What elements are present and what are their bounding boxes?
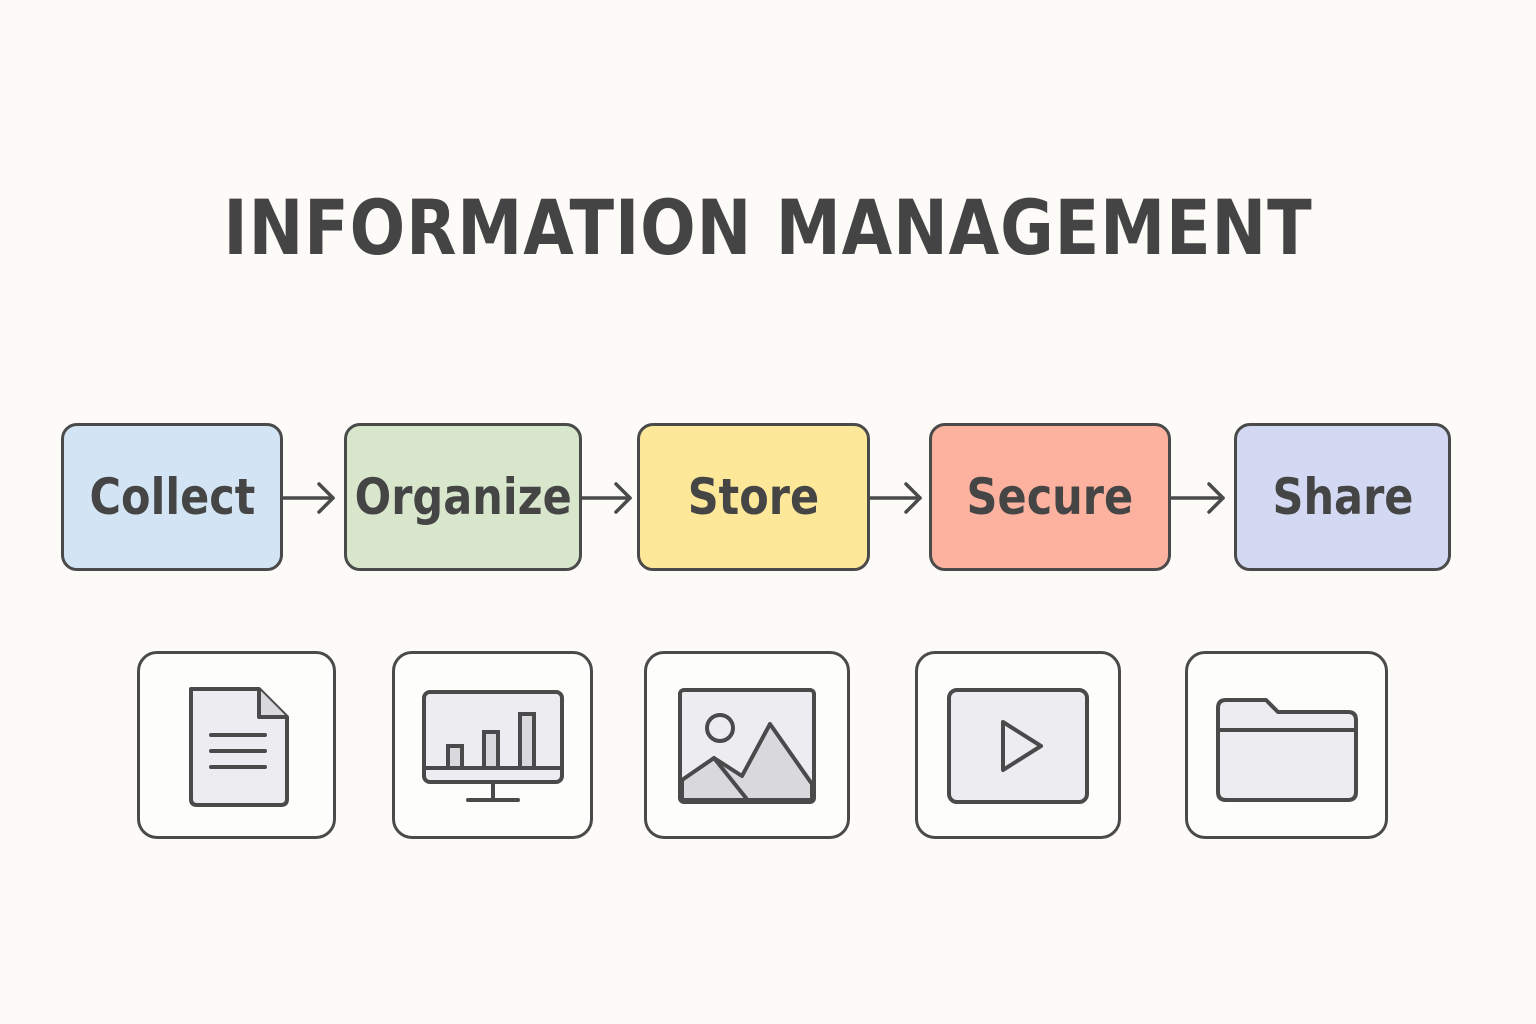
folder-icon bbox=[1215, 698, 1358, 802]
step-share: Share bbox=[1234, 423, 1451, 571]
document-icon-card bbox=[137, 651, 336, 839]
folder-icon-card bbox=[1185, 651, 1388, 839]
image-icon-card bbox=[644, 651, 850, 839]
step-collect-label: Collect bbox=[89, 468, 255, 526]
video-play-icon bbox=[947, 688, 1089, 804]
arrow-right-icon bbox=[582, 482, 632, 514]
step-collect: Collect bbox=[61, 423, 283, 571]
arrow-right-icon bbox=[870, 482, 922, 514]
image-icon bbox=[678, 688, 816, 804]
step-share-label: Share bbox=[1272, 468, 1413, 526]
step-store-label: Store bbox=[687, 468, 820, 526]
arrow-right-icon bbox=[1171, 482, 1225, 514]
bar-chart-monitor-icon bbox=[421, 690, 564, 802]
diagram-title: INFORMATION MANAGEMENT bbox=[223, 183, 1313, 272]
step-secure: Secure bbox=[929, 423, 1171, 571]
step-secure-label: Secure bbox=[966, 468, 1134, 526]
step-store: Store bbox=[637, 423, 870, 571]
document-icon bbox=[188, 687, 289, 807]
bar-chart-monitor-card bbox=[392, 651, 593, 839]
step-organize-label: Organize bbox=[354, 468, 572, 526]
step-organize: Organize bbox=[344, 423, 582, 571]
video-icon-card bbox=[915, 651, 1121, 839]
arrow-right-icon bbox=[283, 482, 335, 514]
